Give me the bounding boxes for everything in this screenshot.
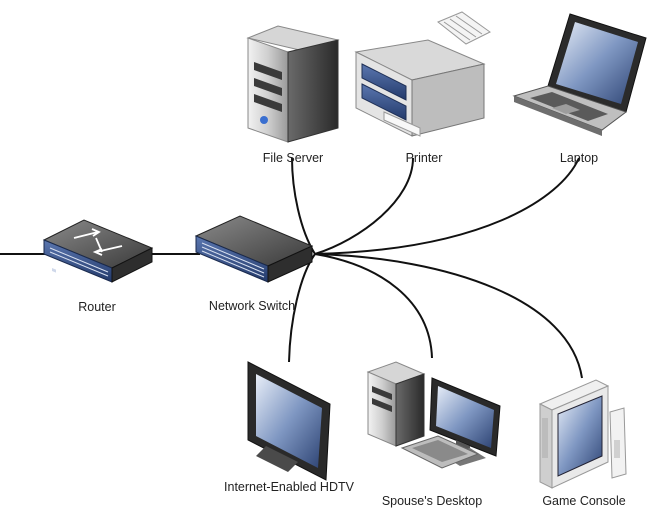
cable-printer (314, 157, 414, 255)
desktop-label: Spouse's Desktop (381, 494, 483, 508)
cable-desktop (314, 253, 433, 359)
network-switch-icon[interactable] (194, 215, 314, 283)
network-switch-label: Network Switch (208, 299, 296, 313)
cable-game-console (314, 253, 583, 379)
printer-label: Printer (405, 151, 443, 165)
hdtv-label: Internet-Enabled HDTV (224, 480, 354, 494)
cable-laptop (314, 157, 580, 255)
file-server-label: File Server (262, 151, 324, 165)
router-label: Router (78, 300, 116, 314)
printer-icon[interactable] (354, 11, 491, 137)
hdtv-icon[interactable] (247, 361, 331, 481)
desktop-computer-icon[interactable] (366, 361, 501, 469)
file-server-icon[interactable] (246, 25, 340, 143)
game-console-icon[interactable] (538, 379, 627, 489)
laptop-label: Laptop (559, 151, 599, 165)
router-icon[interactable] (42, 219, 154, 283)
game-console-label: Game Console (542, 494, 626, 508)
laptop-icon[interactable] (512, 13, 647, 136)
